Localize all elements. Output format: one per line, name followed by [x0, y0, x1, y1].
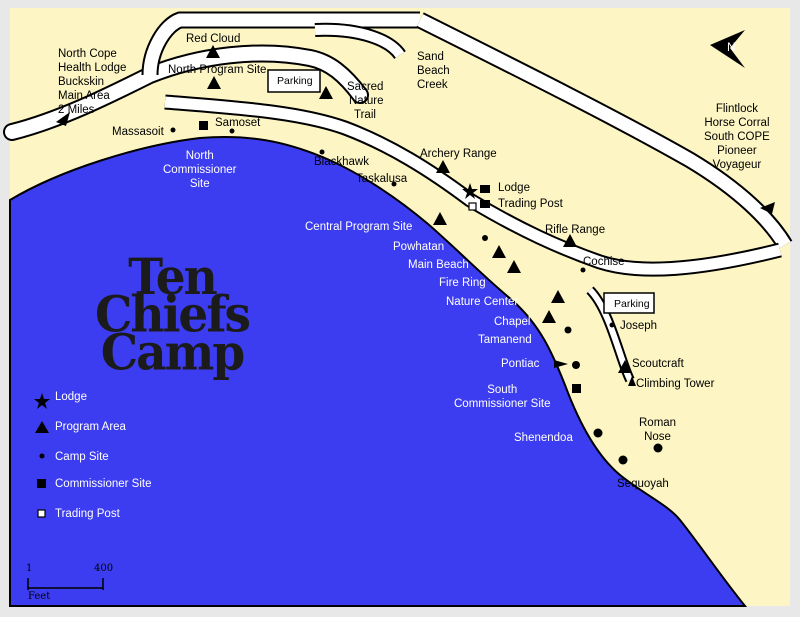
- title-line-2: Chiefs: [95, 286, 251, 345]
- sacred-trail-program-icon: [319, 86, 333, 99]
- main-beach-program-icon: [507, 260, 521, 273]
- climbing-tower-icon: [628, 376, 636, 386]
- samoset-label: Samoset: [215, 117, 261, 129]
- nature-center-label: Nature Center: [446, 296, 519, 308]
- trading-post-building-icon: [480, 200, 490, 208]
- legend-lodge-label: Lodge: [55, 391, 87, 403]
- scale-bar: [27, 578, 104, 590]
- taskalusa-dot-icon: [391, 181, 397, 187]
- tamanend-label: Tamanend: [478, 334, 532, 346]
- pontiac-label: Pontiac: [501, 358, 540, 370]
- tamanend-dot-icon: [564, 326, 572, 334]
- scale-start-label: 1: [26, 563, 33, 574]
- north-arrow-icon: N: [710, 30, 745, 68]
- rifle-range-label: Rifle Range: [545, 224, 606, 236]
- map-title: Ten Chiefs Camp: [95, 248, 251, 383]
- lodge-label: Lodge: [498, 182, 530, 194]
- sequoyah-label: Sequoyah: [617, 478, 669, 490]
- north-commissioner-site-label: North Commissioner Site: [163, 150, 237, 190]
- red-cloud-program-area-icon: [206, 45, 220, 58]
- scoutcraft-icon: [618, 360, 632, 373]
- lodge-star-icon: [462, 183, 478, 199]
- flintlock-label: Flintlock Horse Corral South COPE Pionee…: [704, 103, 770, 171]
- arrow-east-icon: [760, 202, 775, 214]
- legend-camp-site-label: Camp Site: [55, 451, 109, 463]
- samoset-dot-icon: [229, 128, 235, 134]
- north-commissioner-square-icon: [199, 121, 208, 130]
- cochise-dot-icon: [580, 267, 586, 273]
- map-symbols: [170, 45, 663, 465]
- legend-star-icon: [34, 393, 50, 409]
- legend-hollow-square-icon: [37, 509, 46, 518]
- south-commissioner-square-icon: [572, 384, 581, 393]
- powhatan-label: Powhatan: [393, 241, 445, 253]
- shenendoa-dot-icon: [593, 428, 603, 438]
- legend-program-area-label: Program Area: [55, 421, 126, 433]
- pontiac-pointer-icon: [554, 360, 568, 368]
- legend-square-icon: [37, 479, 46, 488]
- lodge-building-icon: [480, 185, 490, 193]
- central-program-icon: [433, 212, 447, 225]
- blackhawk-dot-icon: [319, 149, 325, 155]
- climbing-tower-label: Climbing Tower: [636, 378, 715, 390]
- north-arrow-label: N: [727, 40, 736, 54]
- legend-trading-post-label: Trading Post: [55, 508, 120, 520]
- archery-range-label: Archery Range: [420, 148, 497, 160]
- lake-water: [9, 135, 748, 607]
- legend-symbols: [34, 393, 50, 518]
- main-road: [5, 46, 367, 139]
- blackhawk-label: Blackhawk: [314, 156, 369, 168]
- arrow-northwest-icon: [56, 112, 70, 126]
- chapel-icon: [542, 310, 556, 323]
- north-program-site-icon: [207, 76, 221, 89]
- trading-post-label: Trading Post: [498, 198, 563, 210]
- powhatan-dot-icon: [482, 235, 488, 241]
- parking-south-label: Parking: [614, 298, 650, 310]
- massasoit-label: Massasoit: [112, 126, 164, 138]
- sand-beach-creek-label: Sand Beach Creek: [417, 51, 450, 91]
- title-line-3: Camp: [100, 324, 245, 383]
- joseph-label: Joseph: [620, 320, 658, 332]
- red-cloud-label: Red Cloud: [186, 33, 241, 45]
- legend-triangle-icon: [35, 421, 49, 433]
- scoutcraft-label: Scoutcraft: [632, 358, 684, 370]
- east-road: [417, 14, 791, 249]
- parking-south-lot: [603, 292, 655, 314]
- chapel-label: Chapel: [494, 316, 531, 328]
- joseph-dot-icon: [609, 322, 615, 328]
- main-beach-label: Main Beach: [408, 259, 469, 271]
- parking-north-label: Parking: [277, 75, 313, 87]
- scale-end-label: 400: [94, 563, 114, 574]
- south-commissioner-site-label: South Commissioner Site: [454, 384, 551, 410]
- roman-nose-dot-icon: [653, 443, 663, 453]
- taskalusa-label: Taskalusa: [356, 173, 408, 185]
- shore-road: [164, 96, 782, 275]
- pontiac-dot-icon: [572, 361, 580, 369]
- trading-post-square-icon: [468, 202, 477, 211]
- powhatan-program-icon: [492, 245, 506, 258]
- shenendoa-label: Shenendoa: [514, 432, 573, 444]
- parking-north-lot: [267, 69, 321, 93]
- roman-nose-label: Roman Nose: [639, 417, 677, 443]
- sacred-road: [314, 24, 405, 59]
- sacred-nature-trail-label: Sacred Nature Trail: [347, 81, 384, 121]
- central-program-site-label: Central Program Site: [305, 221, 413, 233]
- legend-dot-icon: [39, 453, 45, 459]
- archery-range-icon: [436, 160, 450, 173]
- legend-commissioner-site-label: Commissioner Site: [55, 478, 152, 490]
- rifle-range-icon: [563, 234, 577, 247]
- north-program-site-label: North Program Site: [168, 64, 267, 76]
- sequoyah-dot-icon: [618, 455, 628, 465]
- title-line-1: Ten: [128, 248, 218, 307]
- scale-unit-label: Feet: [28, 591, 51, 602]
- north-road: [143, 13, 420, 76]
- north-cope-label: North Cope Health Lodge Buckskin Main Ar…: [58, 48, 127, 116]
- cochise-label: Cochise: [583, 256, 625, 268]
- massasoit-dot-icon: [170, 127, 176, 133]
- nature-center-icon: [551, 290, 565, 303]
- fire-ring-label: Fire Ring: [439, 277, 486, 289]
